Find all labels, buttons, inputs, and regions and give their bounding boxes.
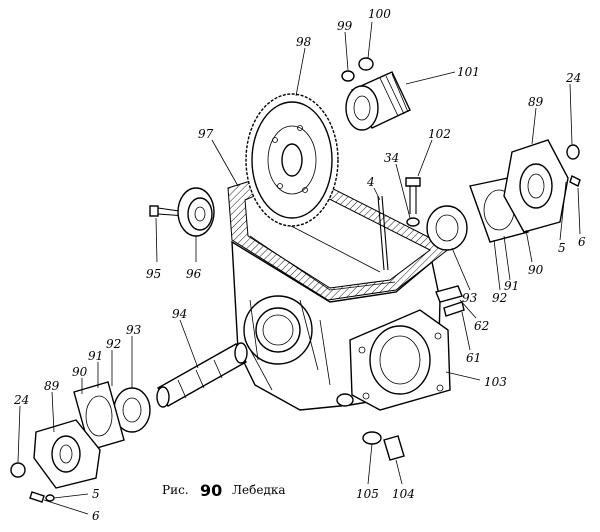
- caption-prefix: Рис.: [162, 483, 189, 497]
- pinion-101: [345, 71, 411, 131]
- bolt-6-left: [29, 491, 45, 503]
- plug-104: [383, 435, 405, 461]
- part-labels: 98 99 100 101 24 89 97 102 34 4 95 96 93…: [13, 7, 586, 523]
- label-105: 105: [356, 487, 379, 501]
- label-92-right: 92: [492, 291, 507, 305]
- label-93-right: 93: [462, 291, 478, 305]
- washer-99: [341, 70, 355, 82]
- label-34: 34: [384, 151, 399, 165]
- cover-96: [177, 187, 215, 237]
- label-4: 4: [366, 175, 375, 189]
- label-91-left: 91: [88, 349, 103, 363]
- label-6-right: 6: [578, 235, 586, 249]
- label-95: 95: [146, 267, 161, 281]
- label-93-left: 93: [126, 323, 142, 337]
- label-89-left: 89: [44, 379, 60, 393]
- shaft-94: [156, 342, 248, 408]
- pin-4: [377, 195, 389, 271]
- label-98: 98: [296, 35, 312, 49]
- label-5-right: 5: [558, 241, 566, 255]
- cover-89-right: [503, 139, 569, 233]
- label-5-left: 5: [92, 487, 100, 501]
- label-61: 61: [466, 351, 481, 365]
- plug-24-right: [566, 144, 580, 160]
- label-99: 99: [337, 19, 353, 33]
- bolt-102: [405, 177, 421, 214]
- label-90-right: 90: [528, 263, 544, 277]
- plate-61: [443, 301, 465, 317]
- label-24-left: 24: [13, 393, 29, 407]
- leader-lines: [17, 21, 581, 515]
- label-6-left: 6: [92, 509, 100, 523]
- label-101: 101: [457, 65, 480, 79]
- washer-5-left: [45, 494, 55, 502]
- label-97: 97: [198, 127, 214, 141]
- label-94: 94: [172, 307, 187, 321]
- label-24-right: 24: [565, 71, 581, 85]
- label-89-right: 89: [528, 95, 544, 109]
- washer-105: [362, 431, 382, 445]
- label-92-left: 92: [106, 337, 121, 351]
- nut-100: [358, 57, 374, 71]
- label-90-left: 90: [72, 365, 88, 379]
- label-104: 104: [392, 487, 415, 501]
- label-91-right: 91: [504, 279, 519, 293]
- figure-caption: Рис. 90 Лебедка: [162, 481, 285, 500]
- bolt-6-right: [569, 175, 581, 187]
- housing: [227, 167, 451, 411]
- caption-number: 90: [200, 481, 222, 500]
- label-96: 96: [186, 267, 202, 281]
- caption-title: Лебедка: [232, 483, 285, 497]
- label-100: 100: [368, 7, 391, 21]
- label-102: 102: [428, 127, 451, 141]
- cover-89-left: [33, 419, 101, 489]
- label-62: 62: [474, 319, 489, 333]
- plug-24-left: [10, 462, 26, 478]
- label-103: 103: [484, 375, 507, 389]
- plate-62: [435, 285, 463, 303]
- bearing-93-right: [426, 205, 468, 251]
- washer-34: [406, 217, 420, 227]
- gear-98: [245, 93, 339, 227]
